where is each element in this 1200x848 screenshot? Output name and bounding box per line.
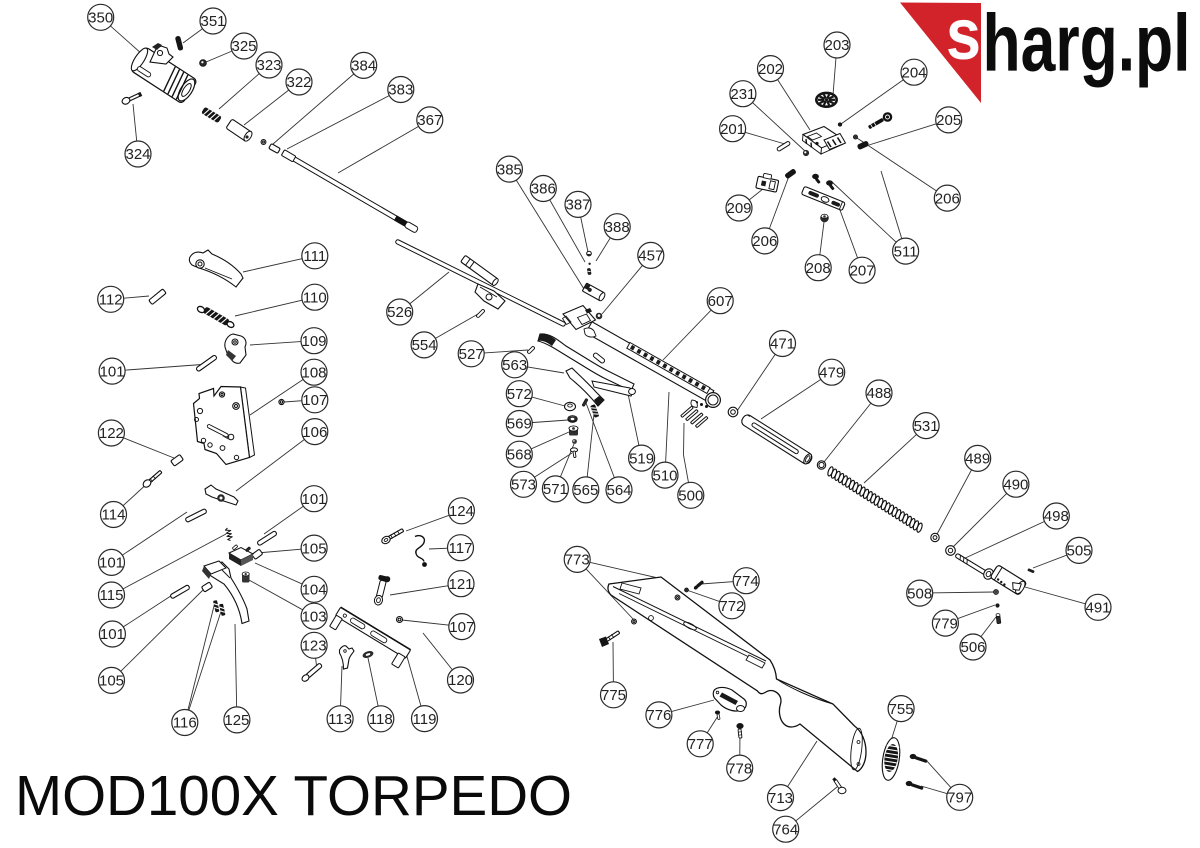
svg-text:209: 209 <box>726 200 751 217</box>
svg-text:112: 112 <box>99 292 123 309</box>
svg-text:323: 323 <box>256 57 281 74</box>
svg-text:554: 554 <box>412 337 437 354</box>
svg-text:118: 118 <box>369 711 393 728</box>
svg-text:116: 116 <box>173 715 197 732</box>
svg-text:526: 526 <box>387 304 412 321</box>
svg-text:779: 779 <box>933 615 958 632</box>
svg-text:457: 457 <box>638 248 663 265</box>
svg-text:103: 103 <box>302 608 327 625</box>
svg-text:208: 208 <box>806 260 831 277</box>
svg-text:104: 104 <box>302 582 327 599</box>
svg-text:383: 383 <box>388 82 413 99</box>
svg-text:101: 101 <box>301 491 326 508</box>
svg-text:511: 511 <box>894 243 918 260</box>
svg-text:573: 573 <box>511 477 536 494</box>
svg-text:607: 607 <box>708 293 733 310</box>
svg-text:572: 572 <box>507 386 532 403</box>
svg-text:384: 384 <box>351 58 376 75</box>
svg-text:764: 764 <box>773 821 798 838</box>
svg-text:107: 107 <box>302 392 327 409</box>
svg-text:350: 350 <box>88 10 113 27</box>
svg-text:115: 115 <box>100 587 124 604</box>
svg-text:471: 471 <box>770 336 795 353</box>
svg-text:778: 778 <box>727 760 752 777</box>
svg-text:101: 101 <box>100 363 125 380</box>
svg-text:101: 101 <box>99 555 124 572</box>
svg-text:774: 774 <box>734 573 759 590</box>
svg-text:207: 207 <box>850 262 875 279</box>
svg-text:111: 111 <box>303 248 326 265</box>
svg-text:491: 491 <box>1085 600 1110 617</box>
svg-text:386: 386 <box>531 181 556 198</box>
svg-text:202: 202 <box>758 61 783 78</box>
svg-text:387: 387 <box>565 197 590 214</box>
svg-text:385: 385 <box>497 161 522 178</box>
svg-text:123: 123 <box>302 638 327 655</box>
svg-text:121: 121 <box>448 576 473 593</box>
svg-text:322: 322 <box>286 74 311 91</box>
svg-text:500: 500 <box>678 488 703 505</box>
svg-text:531: 531 <box>914 418 939 435</box>
svg-text:713: 713 <box>768 790 793 807</box>
svg-text:106: 106 <box>302 424 327 441</box>
svg-text:206: 206 <box>935 190 960 207</box>
svg-text:231: 231 <box>730 86 755 103</box>
svg-text:120: 120 <box>448 672 473 689</box>
svg-text:105: 105 <box>99 673 124 690</box>
svg-text:124: 124 <box>449 503 474 520</box>
svg-text:206: 206 <box>752 233 777 250</box>
svg-text:101: 101 <box>100 626 125 643</box>
svg-text:125: 125 <box>224 712 249 729</box>
svg-text:324: 324 <box>125 146 150 163</box>
svg-text:367: 367 <box>417 112 442 129</box>
svg-text:110: 110 <box>303 289 327 306</box>
svg-text:harg.pl: harg.pl <box>983 0 1191 89</box>
svg-text:204: 204 <box>901 64 926 81</box>
svg-text:489: 489 <box>965 451 990 468</box>
svg-text:108: 108 <box>301 364 326 381</box>
svg-text:201: 201 <box>720 121 745 138</box>
svg-text:113: 113 <box>328 711 352 728</box>
svg-text:s: s <box>946 0 981 75</box>
svg-text:772: 772 <box>719 598 744 615</box>
svg-text:777: 777 <box>688 736 713 753</box>
svg-text:775: 775 <box>601 687 626 704</box>
svg-text:119: 119 <box>413 711 437 728</box>
svg-text:114: 114 <box>102 507 126 524</box>
svg-text:490: 490 <box>1003 476 1028 493</box>
svg-text:508: 508 <box>907 585 932 602</box>
svg-text:571: 571 <box>543 481 568 498</box>
svg-text:797: 797 <box>947 790 972 807</box>
svg-text:203: 203 <box>824 37 849 54</box>
svg-text:506: 506 <box>960 639 985 656</box>
svg-text:351: 351 <box>200 13 225 30</box>
svg-text:479: 479 <box>819 364 844 381</box>
svg-text:MOD100X TORPEDO: MOD100X TORPEDO <box>15 764 572 828</box>
svg-text:568: 568 <box>507 446 532 463</box>
svg-text:773: 773 <box>565 552 590 569</box>
svg-text:519: 519 <box>629 450 654 467</box>
svg-text:527: 527 <box>459 346 484 363</box>
svg-text:510: 510 <box>652 467 677 484</box>
svg-text:488: 488 <box>866 385 891 402</box>
svg-text:325: 325 <box>231 38 256 55</box>
svg-text:776: 776 <box>646 707 671 724</box>
svg-text:122: 122 <box>99 425 124 442</box>
svg-text:107: 107 <box>449 619 474 636</box>
svg-text:105: 105 <box>302 540 327 557</box>
svg-text:564: 564 <box>606 482 631 499</box>
svg-text:388: 388 <box>605 219 630 236</box>
svg-text:505: 505 <box>1066 543 1091 560</box>
svg-text:755: 755 <box>889 701 914 718</box>
svg-text:205: 205 <box>936 112 961 129</box>
svg-text:565: 565 <box>573 482 598 499</box>
svg-text:498: 498 <box>1044 508 1069 525</box>
svg-text:563: 563 <box>502 357 527 374</box>
svg-text:109: 109 <box>301 333 326 350</box>
svg-text:117: 117 <box>449 540 473 557</box>
svg-text:569: 569 <box>507 416 532 433</box>
